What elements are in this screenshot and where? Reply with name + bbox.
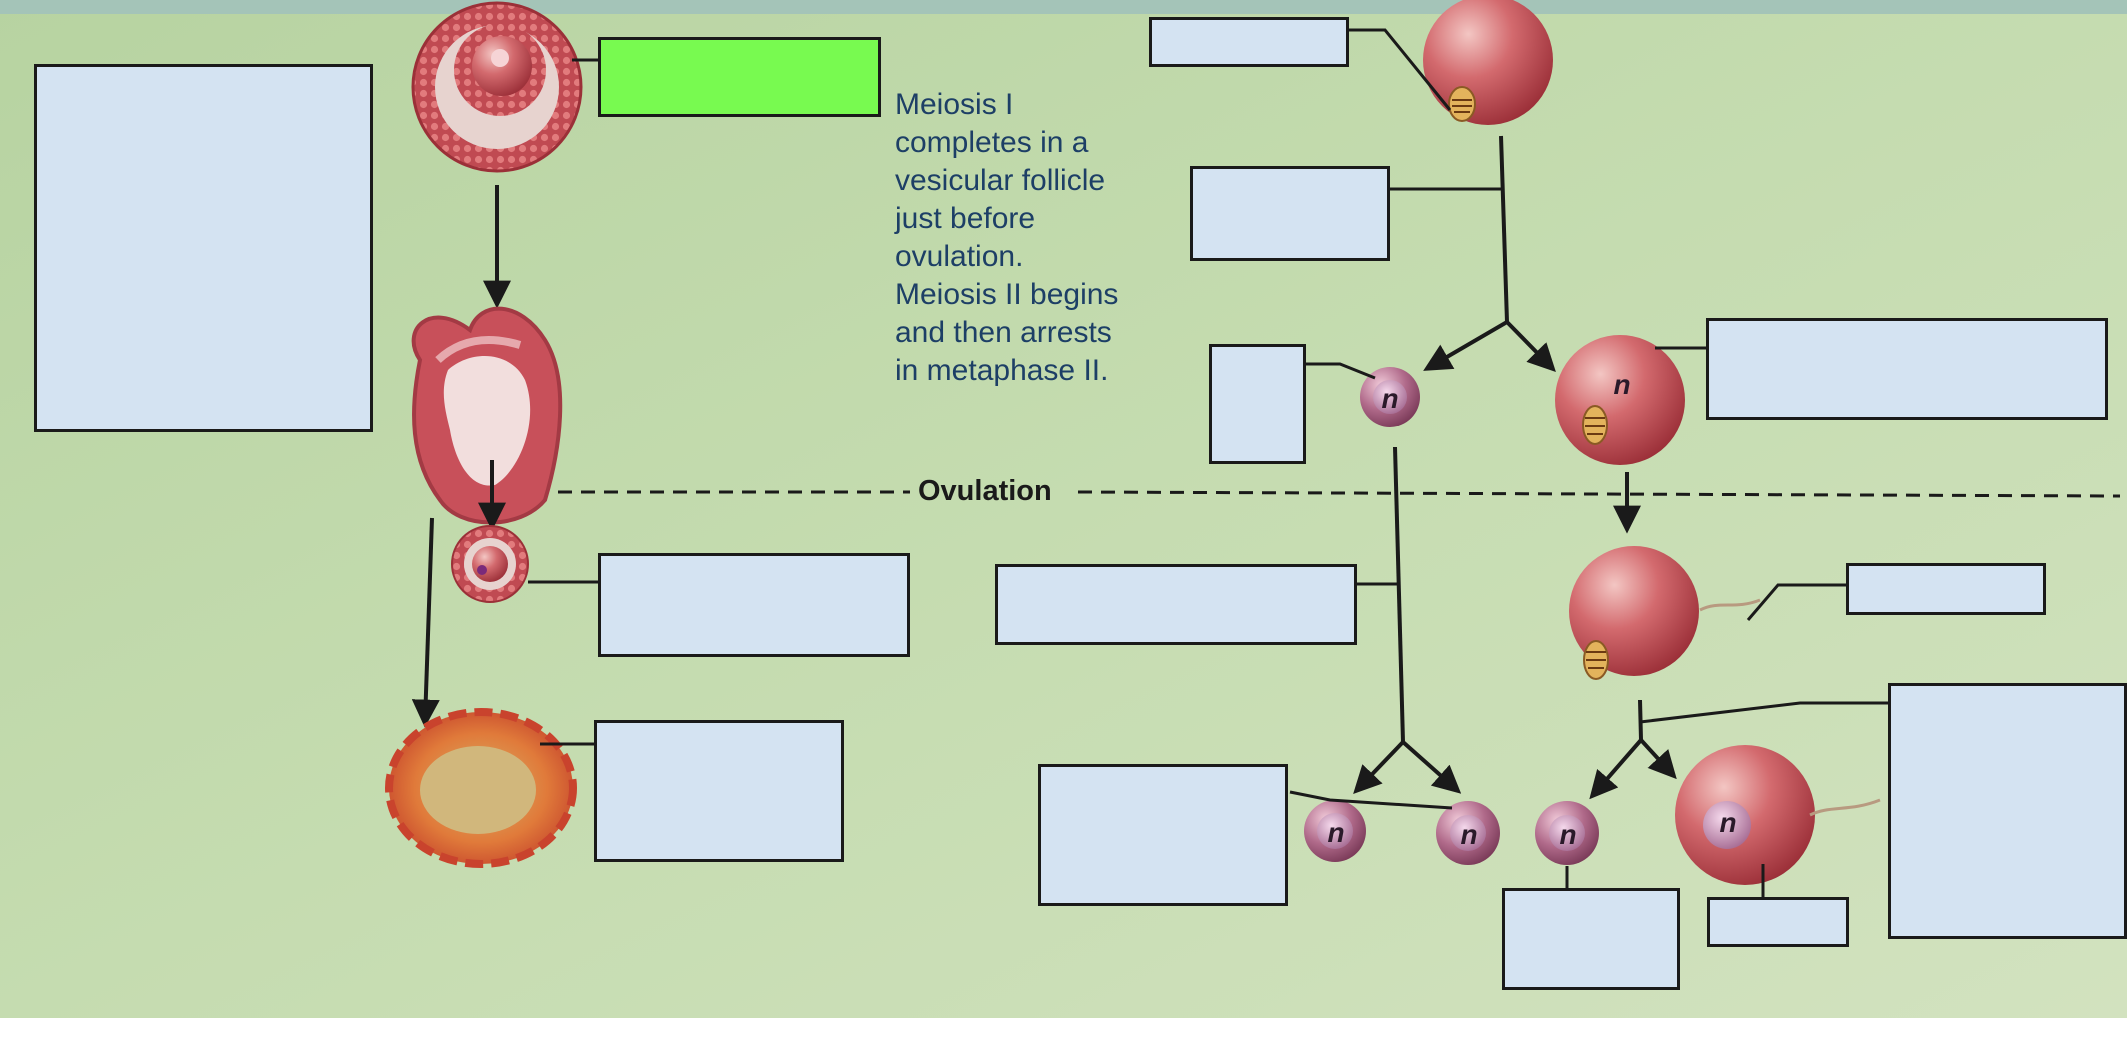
first-polar-body-label-box[interactable] (1209, 344, 1306, 464)
leader-first-polar-body (1304, 362, 1376, 380)
arrow-to-corpus-luteum (411, 517, 440, 728)
polar-body-division-label-box[interactable] (995, 564, 1357, 645)
arrow-to-right-polar-body (1401, 740, 1462, 794)
primary-oocyte (1423, 0, 1553, 125)
n-label-secondary-oocyte: n (1613, 369, 1630, 400)
meiosis-ii-stem (1638, 699, 1643, 741)
paper-top-edge (0, 0, 2127, 14)
n-label-polar-body-1: n (1327, 817, 1344, 848)
polar-body-2 (1436, 801, 1500, 865)
meiosis-i-label-box[interactable] (1190, 166, 1390, 261)
arrow-to-secondary-oocyte (1505, 320, 1556, 373)
n-label-second-polar-body: n (1559, 819, 1576, 850)
meiosis-ii-leader (1639, 701, 1888, 724)
polar-bodies-label-box[interactable] (1038, 764, 1288, 906)
n-label-first-polar-body: n (1381, 383, 1398, 414)
n-label-ovum: n (1719, 807, 1736, 838)
polar-body-1 (1304, 800, 1366, 862)
meiosis-ii-label-box[interactable] (1888, 683, 2127, 939)
left-large-label-box[interactable] (34, 64, 373, 432)
ovulated-oocyte-label-box[interactable] (598, 553, 910, 657)
secondary-oocyte (1555, 335, 1685, 465)
second-polar-body-label-box[interactable] (1502, 888, 1680, 990)
fertilized-secondary-oocyte (1569, 546, 1761, 680)
arrow-to-left-polar-body (1353, 740, 1405, 795)
secondary-oocyte-label-box[interactable] (1706, 318, 2108, 420)
leader-polar-bodies (1289, 790, 1453, 810)
ovulated-secondary-oocyte (451, 525, 529, 603)
sperm-label-box[interactable] (1846, 563, 2046, 615)
second-polar-body (1535, 801, 1599, 865)
leader-sperm (1746, 583, 1846, 621)
corpus-luteum-label-box[interactable] (594, 720, 844, 862)
ovum (1675, 745, 1881, 885)
meiosis-i-stem (1499, 135, 1509, 323)
arrow-to-ovum (1639, 738, 1677, 780)
meiosis-note: Meiosis I completes in a vesicular folli… (895, 88, 1119, 387)
arrow-to-second-polar-body (1589, 738, 1643, 800)
ruptured-follicle (411, 306, 563, 525)
arrow-to-first-polar-body (1423, 320, 1509, 371)
corpus-luteum (385, 708, 577, 868)
ovum-label-box[interactable] (1707, 897, 1849, 947)
ovulation-label: Ovulation (918, 475, 1052, 507)
top-oocyte-label-box[interactable] (1149, 17, 1349, 67)
follicle-highlight-box[interactable] (598, 37, 881, 117)
polar-body-division-stem (1393, 446, 1405, 743)
first-polar-body (1360, 367, 1420, 427)
ovulation-line-right (1077, 490, 2121, 498)
leader-primary-oocyte (1349, 28, 1452, 111)
vesicular-follicle (411, 1, 583, 173)
n-label-polar-body-2: n (1460, 819, 1477, 850)
